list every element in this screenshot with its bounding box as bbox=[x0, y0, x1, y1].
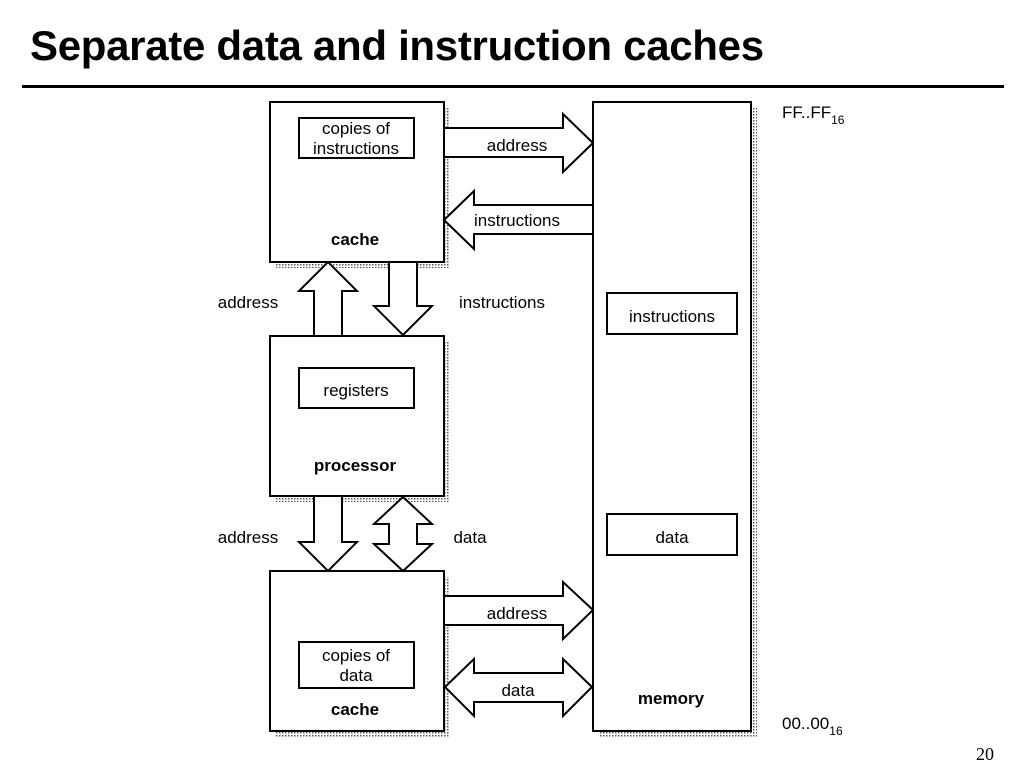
address-arrow-icache-to-memory bbox=[443, 111, 595, 175]
data-cache: copies of data cache bbox=[269, 570, 450, 737]
data-copies-box bbox=[298, 641, 415, 689]
instruction-copies-label-line1: copies of bbox=[322, 119, 390, 138]
top-address-label: FF..FF16 bbox=[782, 103, 845, 127]
data-cache-label: cache bbox=[331, 700, 379, 719]
instructions-label-memory-to-icache: instructions bbox=[474, 211, 560, 230]
processor-label: processor bbox=[314, 456, 397, 475]
data-copies-label-line2: data bbox=[339, 666, 373, 685]
memory-data-region bbox=[606, 513, 738, 556]
instruction-copies-box bbox=[298, 117, 415, 159]
data-arrow-processor-dcache bbox=[371, 495, 435, 573]
address-arrow-processor-to-dcache bbox=[296, 495, 360, 573]
address-label-dcache-to-memory: address bbox=[487, 604, 547, 623]
processor: registers processor bbox=[269, 335, 450, 502]
memory-instructions-region bbox=[606, 292, 738, 335]
memory-data-label: data bbox=[655, 528, 689, 547]
memory-label: memory bbox=[638, 689, 705, 708]
address-label-processor-to-icache: address bbox=[218, 293, 278, 312]
memory: instructions data memory bbox=[592, 101, 757, 737]
slide-title: Separate data and instruction caches bbox=[30, 22, 764, 69]
address-arrow-processor-to-icache bbox=[296, 260, 360, 337]
instruction-cache: copies of instructions cache bbox=[269, 101, 450, 268]
instruction-cache-label: cache bbox=[331, 230, 379, 249]
page-number: 20 bbox=[976, 744, 994, 764]
data-copies-label-line1: copies of bbox=[322, 646, 390, 665]
processor-box bbox=[269, 335, 445, 497]
bottom-address-label: 00..0016 bbox=[782, 714, 843, 738]
data-arrow-dcache-memory bbox=[443, 656, 594, 719]
data-label-processor-dcache: data bbox=[453, 528, 487, 547]
address-arrow-dcache-to-memory bbox=[443, 579, 595, 642]
registers-box bbox=[298, 367, 415, 409]
instructions-arrow-memory-to-icache bbox=[442, 188, 594, 252]
instructions-arrow-icache-to-processor bbox=[371, 261, 435, 337]
instructions-label-icache-to-processor: instructions bbox=[459, 293, 545, 312]
instruction-copies-label-line2: instructions bbox=[313, 139, 399, 158]
memory-instructions-label: instructions bbox=[629, 307, 715, 326]
registers-label: registers bbox=[323, 381, 388, 400]
address-label-processor-to-dcache: address bbox=[218, 528, 278, 547]
memory-box bbox=[592, 101, 752, 732]
address-label-icache-to-memory: address bbox=[487, 136, 547, 155]
title-rule bbox=[22, 85, 1004, 88]
data-label-dcache-memory: data bbox=[501, 681, 535, 700]
